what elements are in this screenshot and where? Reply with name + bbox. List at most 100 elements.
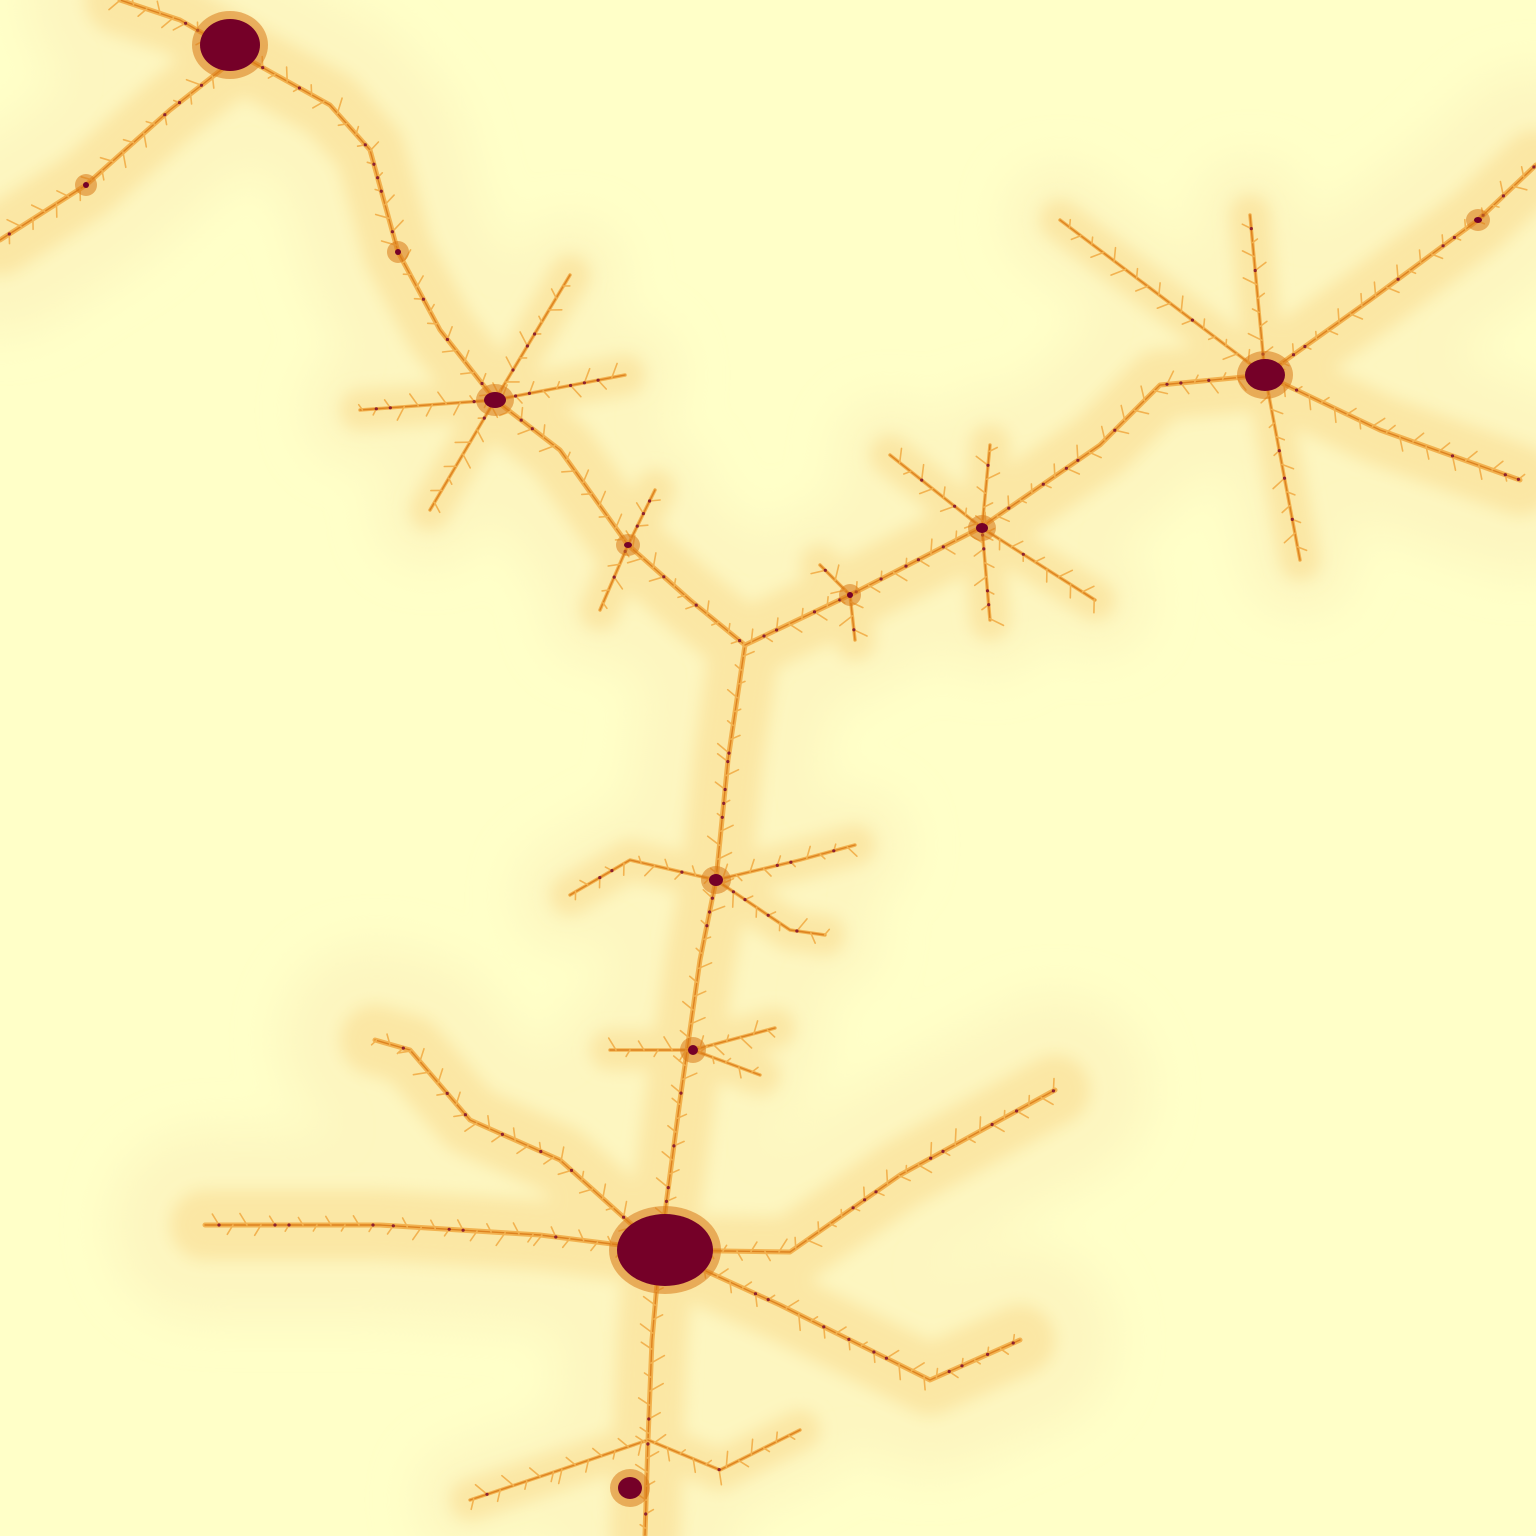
dot	[287, 1223, 291, 1227]
twig	[716, 742, 730, 754]
dot	[823, 568, 827, 572]
twig	[137, 8, 148, 18]
dot	[904, 564, 908, 568]
twig	[984, 562, 995, 569]
dot	[1532, 165, 1536, 169]
twig	[1180, 295, 1184, 313]
twig	[1281, 463, 1295, 470]
dot	[445, 337, 449, 342]
dot	[1249, 227, 1253, 231]
twig	[929, 1141, 933, 1159]
dot	[569, 383, 573, 388]
twig	[607, 563, 621, 567]
twig	[649, 1382, 665, 1392]
twig	[452, 401, 461, 416]
twig	[1425, 445, 1430, 460]
twig	[813, 611, 828, 621]
twig	[762, 1447, 771, 1453]
twig	[566, 451, 571, 461]
dot	[463, 1113, 467, 1117]
twig	[528, 380, 535, 395]
twig	[462, 453, 472, 469]
twig	[1464, 450, 1478, 462]
dot	[1501, 194, 1505, 198]
dot	[1165, 382, 1169, 386]
core-layer	[75, 11, 1490, 1507]
twig	[211, 1213, 220, 1226]
dot	[7, 232, 11, 236]
twig	[591, 1447, 603, 1457]
dot	[163, 113, 167, 117]
dot	[480, 381, 484, 386]
dot	[1516, 477, 1520, 481]
dot	[727, 751, 731, 755]
twig	[1358, 419, 1362, 430]
twig	[917, 1164, 933, 1174]
twig	[429, 1219, 437, 1230]
twig	[918, 487, 934, 495]
twig	[801, 607, 804, 619]
twig	[1088, 451, 1102, 459]
dot	[1076, 458, 1080, 462]
twig	[677, 594, 686, 599]
twig	[810, 569, 827, 575]
core-bulb	[395, 249, 401, 255]
twig	[1478, 464, 1483, 481]
dot	[401, 1046, 405, 1050]
twig	[161, 16, 175, 29]
twig	[1015, 1110, 1030, 1119]
dot	[1503, 473, 1507, 477]
twig	[1399, 436, 1404, 452]
dot	[672, 1144, 676, 1148]
twig	[671, 1097, 681, 1106]
twig	[724, 1057, 732, 1063]
twig	[976, 486, 987, 495]
twig	[456, 1219, 464, 1231]
twig	[1438, 442, 1451, 453]
twig	[873, 1351, 876, 1364]
twig	[622, 1200, 628, 1218]
twig	[267, 73, 276, 79]
twig	[834, 564, 840, 582]
dot	[527, 391, 532, 395]
twig	[1068, 218, 1072, 228]
twig	[637, 1040, 645, 1051]
twig	[429, 303, 435, 313]
twig	[1153, 389, 1169, 395]
twig	[516, 1145, 529, 1155]
twig	[954, 1128, 957, 1146]
twig	[923, 1376, 926, 1391]
dot	[863, 1198, 867, 1202]
twig	[734, 708, 742, 713]
twig	[1019, 499, 1027, 504]
dot	[472, 400, 476, 404]
twig	[751, 1066, 759, 1073]
twig	[860, 1341, 868, 1347]
twig	[835, 1326, 847, 1334]
twig	[1396, 264, 1399, 281]
filament-core	[359, 399, 496, 411]
twig	[419, 1047, 425, 1063]
twig	[340, 1224, 346, 1232]
twig	[716, 1268, 729, 1277]
twig	[665, 1196, 677, 1203]
twig	[1296, 546, 1308, 552]
twig	[569, 384, 582, 398]
twig	[734, 664, 743, 671]
twig	[819, 853, 826, 860]
twig	[505, 356, 514, 371]
dot	[929, 1156, 933, 1160]
twig	[561, 1237, 571, 1249]
dot	[612, 575, 616, 579]
twig	[650, 1354, 666, 1364]
dot	[985, 589, 990, 593]
twig	[727, 622, 731, 633]
dot	[1190, 318, 1194, 322]
twig	[1431, 253, 1444, 260]
twig	[673, 578, 677, 587]
twig	[441, 349, 457, 353]
dot	[525, 344, 530, 348]
twig	[1241, 250, 1255, 258]
twig	[983, 502, 994, 508]
